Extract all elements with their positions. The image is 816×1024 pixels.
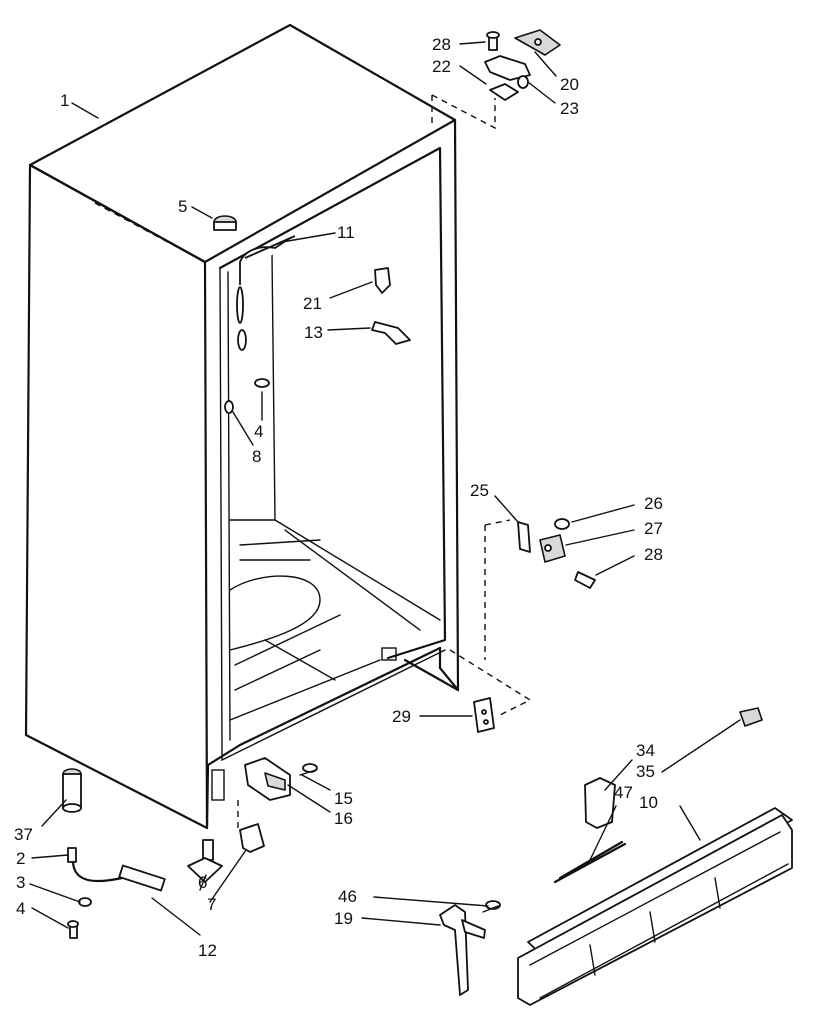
- callout-15: 15: [334, 789, 353, 808]
- callout-13: 13: [304, 323, 323, 342]
- part-29-plate: [449, 649, 532, 733]
- callout-4-upper: 4: [254, 422, 263, 441]
- callout-28-right: 28: [644, 545, 663, 564]
- part-19-bracket: [439, 900, 501, 996]
- callout-28-top: 28: [432, 35, 451, 54]
- part-21-bulb: [374, 267, 391, 294]
- part-5-plug: [213, 215, 237, 231]
- cabinet: [24, 23, 460, 830]
- callout-11: 11: [337, 223, 355, 242]
- callout-16: 16: [334, 809, 353, 828]
- callout-27: 27: [644, 519, 663, 538]
- callout-35: 35: [636, 762, 655, 781]
- callout-1: 1: [60, 91, 69, 110]
- callout-29: 29: [392, 707, 411, 726]
- callout-12: 12: [198, 941, 217, 960]
- callout-25: 25: [470, 481, 489, 500]
- top-hinge-assembly: [431, 29, 561, 130]
- callout-47: 47: [614, 783, 633, 802]
- callout-6: 6: [198, 873, 207, 892]
- callout-10: 10: [639, 793, 658, 812]
- callout-8: 8: [252, 447, 261, 466]
- callout-2: 2: [16, 849, 25, 868]
- callout-19: 19: [334, 909, 353, 928]
- leader-lines: [29, 41, 741, 936]
- callout-5: 5: [178, 197, 187, 216]
- callout-46: 46: [338, 887, 357, 906]
- callout-22: 22: [432, 57, 451, 76]
- callout-labels: 1 5 11 21 13 4 8 28 22 20 23 25 26 27 28…: [14, 35, 663, 960]
- callout-37: 37: [14, 825, 33, 844]
- part-16-bracket: [244, 757, 318, 801]
- center-hinge-assembly: [484, 518, 596, 660]
- callout-21: 21: [303, 294, 322, 313]
- part-13-clip: [371, 321, 411, 345]
- callout-7: 7: [207, 895, 216, 914]
- callout-20: 20: [560, 75, 579, 94]
- leveling-leg-assembly: [62, 768, 265, 939]
- callout-34: 34: [636, 741, 655, 760]
- callout-4-lower: 4: [16, 899, 25, 918]
- callout-23: 23: [560, 99, 579, 118]
- callout-3: 3: [16, 873, 25, 892]
- callout-26: 26: [644, 494, 663, 513]
- base-grille-assembly: [517, 707, 793, 1006]
